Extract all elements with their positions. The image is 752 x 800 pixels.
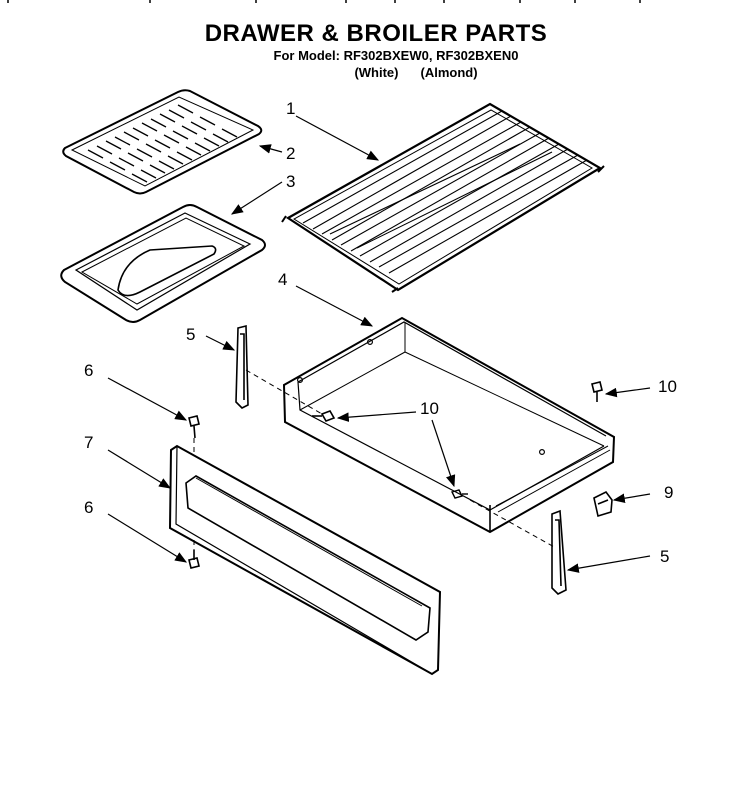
callout-10-left: 10 [420,399,439,418]
glide-left-part [235,324,249,409]
callout-6-top: 6 [84,361,93,380]
screw-6-bottom-part [188,550,200,569]
screw-10-mid-part [450,489,468,499]
callout-9: 9 [664,483,673,502]
drawer-front-part [168,444,442,676]
model-numbers: For Model: RF302BXEW0, RF302BXEN0 [273,48,519,63]
screw-10-left-part [312,410,336,422]
color-almond-label: (Almond) [420,65,478,80]
leader-lines [107,115,651,573]
callout-6-bottom: 6 [84,498,93,517]
alignment-lines [193,369,557,550]
callout-7: 7 [84,433,93,452]
model-line: For Model: RF302BXEW0, RF302BXEN0 [0,48,752,63]
callout-4: 4 [278,270,287,289]
screw-10-right-part [591,381,603,402]
broiler-grid-part [62,89,263,195]
broiler-pan-part [60,204,266,323]
callout-1: 1 [286,99,295,118]
color-white-label: (White) [354,65,399,80]
callout-10-right: 10 [658,377,677,396]
glide-right-part [551,509,567,595]
callout-2: 2 [286,144,295,163]
drawer-part [282,316,616,534]
screw-6-top-part [188,415,200,439]
callout-5-right: 5 [660,547,669,566]
callout-3: 3 [286,172,295,191]
callout-labels: 1 2 3 4 5 6 7 6 10 10 9 5 [84,99,677,566]
top-edge-marks [7,0,641,3]
color-line: (White) (Almond) [0,65,752,80]
oven-rack-part [281,102,605,293]
callout-5-left: 5 [186,325,195,344]
diagram-title: DRAWER & BROILER PARTS [204,20,548,47]
drawer-stop-part [593,490,613,518]
